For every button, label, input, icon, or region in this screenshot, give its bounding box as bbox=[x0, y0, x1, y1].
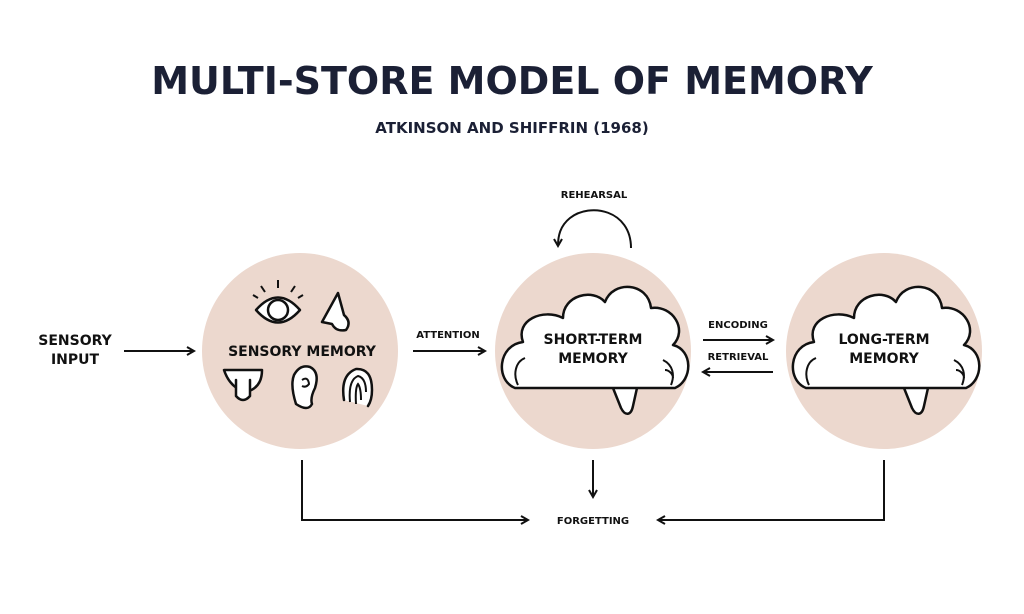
long-term-label-2: MEMORY bbox=[849, 351, 919, 367]
nose-icon bbox=[320, 291, 350, 332]
retrieval-label: RETRIEVAL bbox=[708, 352, 769, 363]
rehearsal-arrow bbox=[558, 209, 632, 249]
ear-icon bbox=[291, 365, 318, 410]
sensory-memory-label: SENSORY MEMORY bbox=[228, 344, 377, 360]
short-term-label-2: MEMORY bbox=[558, 351, 628, 367]
long-term-label-1: LONG-TERM bbox=[838, 332, 929, 348]
short-term-label-1: SHORT-TERM bbox=[544, 332, 643, 348]
fingerprint-icon bbox=[342, 367, 374, 408]
rehearsal-label: REHEARSAL bbox=[561, 190, 628, 201]
sensory-input-label-1: SENSORY bbox=[38, 333, 112, 349]
tongue-icon bbox=[222, 368, 264, 402]
sensory-forgetting-arrow bbox=[301, 460, 528, 520]
sensory-input-label-2: INPUT bbox=[51, 352, 100, 368]
eye-icon bbox=[252, 280, 304, 324]
diagram-subtitle: ATKINSON AND SHIFFRIN (1968) bbox=[375, 119, 648, 137]
encoding-label: ENCODING bbox=[708, 320, 768, 331]
diagram-title: MULTI-STORE MODEL OF MEMORY bbox=[151, 59, 873, 103]
forgetting-label: FORGETTING bbox=[557, 516, 629, 527]
long-term-forgetting-arrow bbox=[658, 460, 885, 520]
attention-label: ATTENTION bbox=[416, 330, 479, 341]
